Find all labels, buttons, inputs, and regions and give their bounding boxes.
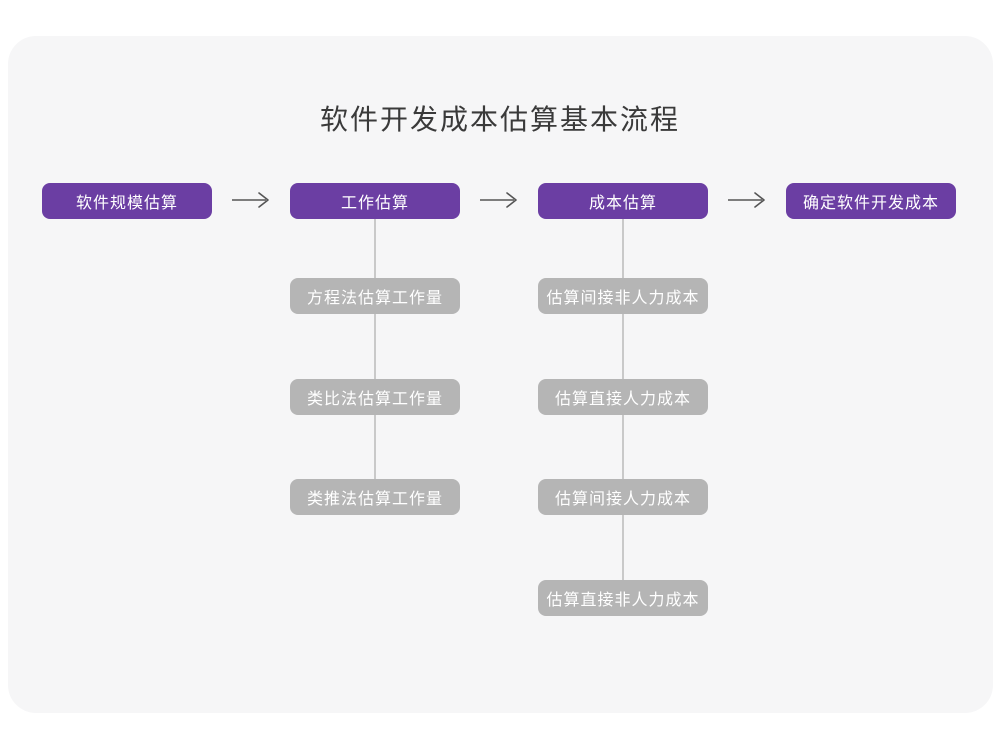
sub-node-extrapolation-method-workload: 类推法估算工作量	[290, 479, 460, 515]
sub-node-equation-method-workload: 方程法估算工作量	[290, 278, 460, 314]
diagram-title: 软件开发成本估算基本流程	[319, 103, 680, 136]
sub-node-indirect-nonlabor-cost: 估算间接非人力成本	[538, 278, 708, 314]
sub-node-direct-nonlabor-cost: 估算直接非人力成本	[538, 580, 708, 616]
arrow-right-icon	[230, 188, 272, 212]
arrow-right-icon	[478, 188, 520, 212]
diagram-card	[8, 36, 993, 713]
flow-node-determine-development-cost: 确定软件开发成本	[786, 183, 956, 219]
connector-line-work-column	[374, 219, 376, 489]
arrow-right-icon	[726, 188, 768, 212]
flow-node-cost-estimation: 成本估算	[538, 183, 708, 219]
flow-node-software-scale-estimation: 软件规模估算	[42, 183, 212, 219]
sub-node-analogy-method-workload: 类比法估算工作量	[290, 379, 460, 415]
sub-node-direct-labor-cost: 估算直接人力成本	[538, 379, 708, 415]
sub-node-indirect-labor-cost: 估算间接人力成本	[538, 479, 708, 515]
flow-node-work-estimation: 工作估算	[290, 183, 460, 219]
